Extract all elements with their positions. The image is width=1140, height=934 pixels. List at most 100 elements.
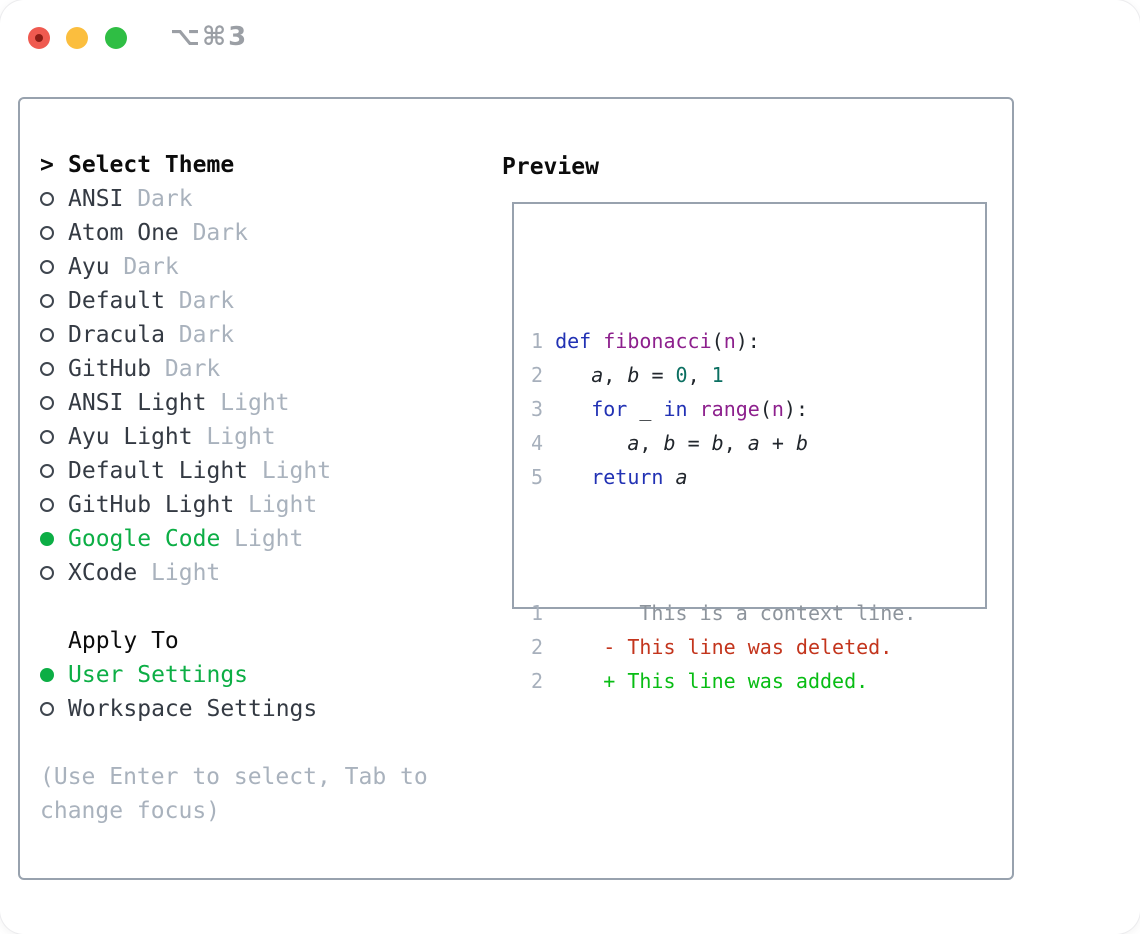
help-text: (Use Enter to select, Tab to change focu… xyxy=(40,764,428,824)
theme-name: ANSI xyxy=(68,186,124,212)
theme-variant-tag: Dark xyxy=(123,254,179,280)
radio-marker xyxy=(40,192,68,206)
theme-variant-tag: Dark xyxy=(178,322,235,348)
line-number: 2 xyxy=(531,669,556,693)
radio-icon xyxy=(40,430,54,444)
code-segment: , xyxy=(603,363,628,387)
radio-icon xyxy=(40,396,54,410)
radio-marker xyxy=(40,260,68,274)
diff-preview: 1 This is a context line.2 - This line w… xyxy=(531,596,985,698)
spacer xyxy=(40,590,470,624)
radio-icon xyxy=(40,192,54,206)
close-button[interactable] xyxy=(28,27,50,49)
diff-line: 2 + This line was added. xyxy=(531,664,985,698)
code-segment: ( xyxy=(759,397,772,421)
theme-option[interactable]: ANSI Light Light xyxy=(40,386,470,420)
zoom-button[interactable] xyxy=(105,27,127,49)
code-segment: b xyxy=(663,431,676,455)
code-segment xyxy=(591,329,603,353)
code-segment xyxy=(688,397,700,421)
selection-arrow-icon: > xyxy=(40,152,54,178)
code-segment: def xyxy=(555,329,592,353)
theme-menu-header: > Select Theme xyxy=(40,148,470,182)
radio-selected-icon xyxy=(40,668,54,682)
code-line: 2 a, b = 0, 1 xyxy=(531,358,985,392)
theme-option[interactable]: Ayu Dark xyxy=(40,250,470,284)
theme-name: GitHub Light xyxy=(68,492,235,518)
radio-marker xyxy=(40,226,68,240)
theme-variant-tag: Light xyxy=(261,458,332,484)
code-segment: a xyxy=(627,431,640,455)
close-dot-icon xyxy=(35,34,43,42)
radio-icon xyxy=(40,260,54,274)
radio-icon xyxy=(40,362,54,376)
spacer xyxy=(40,726,470,760)
code-segment: = xyxy=(675,431,712,455)
code-segment: in xyxy=(663,397,688,421)
theme-menu-title: Select Theme xyxy=(68,152,235,178)
theme-variant-tag: Light xyxy=(220,390,290,416)
theme-name: Ayu xyxy=(68,254,110,280)
radio-marker xyxy=(40,396,68,410)
line-number: 2 xyxy=(531,635,556,659)
radio-marker xyxy=(40,464,68,478)
code-segment xyxy=(555,397,591,421)
theme-variant-tag: Dark xyxy=(192,220,248,246)
theme-option[interactable]: GitHub Light Light xyxy=(40,488,470,522)
code-segment: fibonacci xyxy=(603,329,712,353)
radio-marker xyxy=(40,668,68,682)
minimize-button[interactable] xyxy=(66,27,88,49)
code-segment xyxy=(555,465,591,489)
code-segment: + This line was added. xyxy=(555,669,869,693)
radio-marker xyxy=(40,430,68,444)
code-segment xyxy=(555,431,627,455)
radio-marker xyxy=(40,294,68,308)
line-number: 2 xyxy=(531,363,556,387)
code-segment: ): xyxy=(735,329,760,353)
code-segment xyxy=(663,465,675,489)
theme-name: ANSI Light xyxy=(68,390,207,416)
radio-marker xyxy=(40,566,68,580)
code-segment: This is a context line. xyxy=(555,601,917,625)
code-segment: b xyxy=(627,363,640,387)
radio-icon xyxy=(40,498,54,512)
window-title: ⌥⌘3 xyxy=(170,22,249,52)
apply-to-option[interactable]: Workspace Settings xyxy=(40,692,470,726)
line-number: 1 xyxy=(531,329,556,353)
code-segment: 0 xyxy=(675,363,688,387)
code-line: 3 for _ in range(n): xyxy=(531,392,985,426)
code-line: 1 def fibonacci(n): xyxy=(531,324,985,358)
radio-icon xyxy=(40,328,54,342)
radio-marker xyxy=(40,498,68,512)
radio-selected-icon xyxy=(40,532,54,546)
code-segment: = xyxy=(639,363,676,387)
code-segment: n xyxy=(723,329,736,353)
apply-to-option[interactable]: User Settings xyxy=(40,658,470,692)
preview-title: Preview xyxy=(502,154,599,180)
radio-marker xyxy=(40,702,68,716)
theme-name: Ayu Light xyxy=(68,424,193,450)
apply-to-name: Workspace Settings xyxy=(68,696,318,722)
code-line: 4 a, b = b, a + b xyxy=(531,426,985,460)
code-segment: n xyxy=(771,397,784,421)
line-number: 1 xyxy=(531,601,556,625)
radio-icon xyxy=(40,464,54,478)
theme-option[interactable]: Atom One Dark xyxy=(40,216,470,250)
theme-name: Google Code xyxy=(68,526,221,552)
theme-name: Atom One xyxy=(68,220,179,246)
theme-variant-tag: Light xyxy=(247,492,318,518)
code-segment: , xyxy=(723,431,748,455)
code-segment: 1 xyxy=(711,363,724,387)
